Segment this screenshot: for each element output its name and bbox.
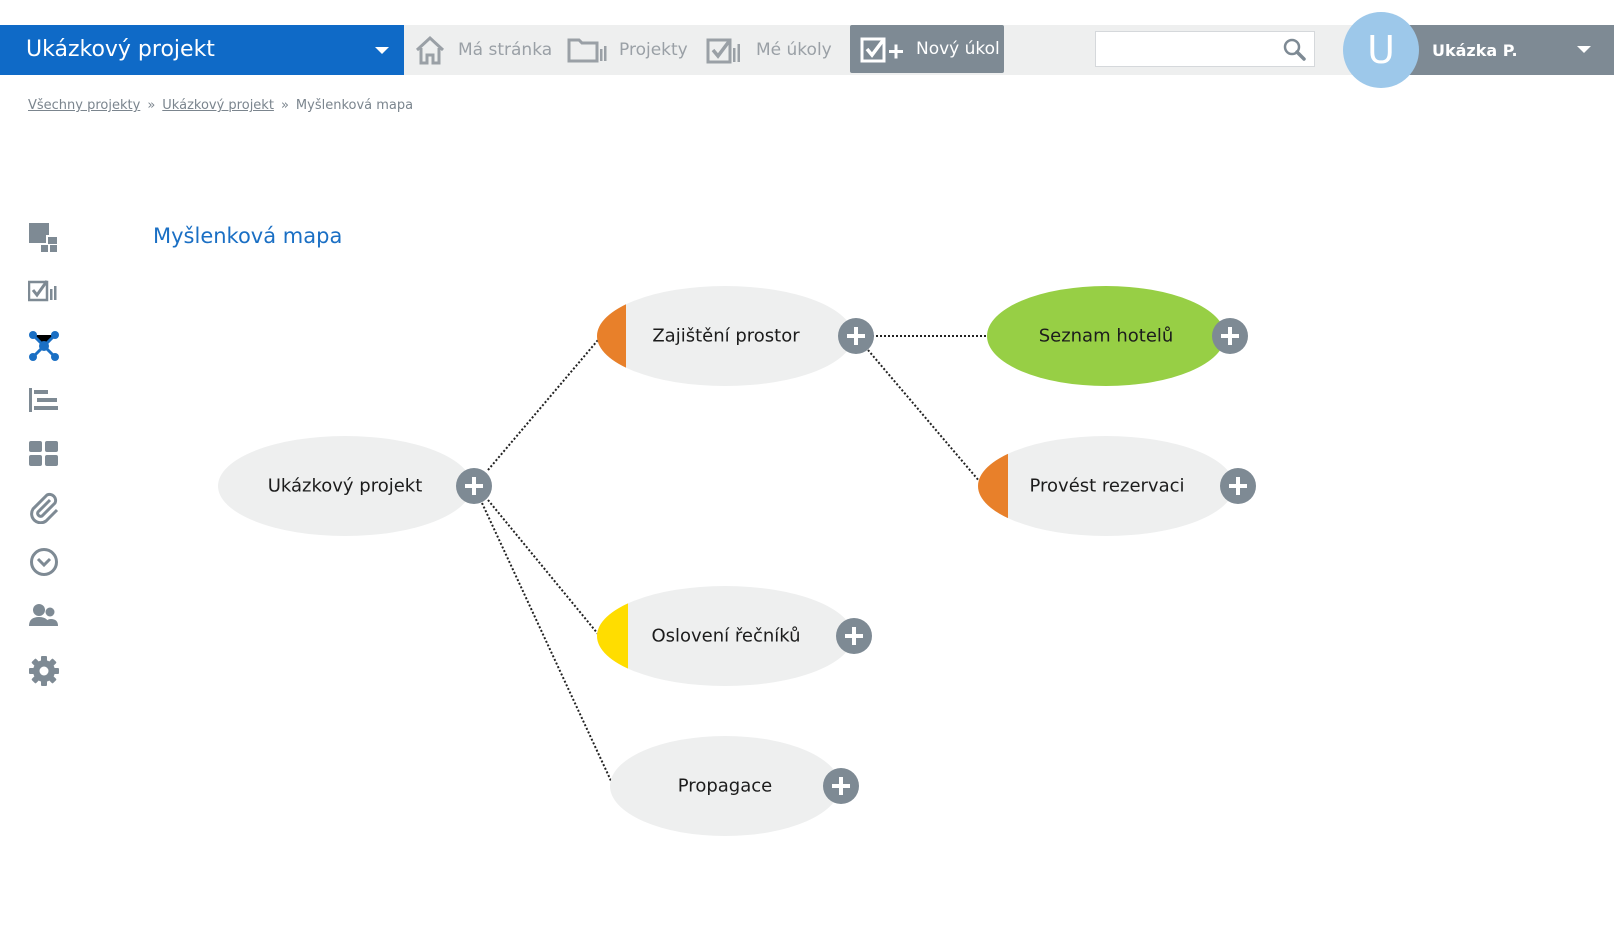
nav-projects[interactable]: Projekty (567, 25, 688, 75)
add-child-button[interactable] (838, 318, 874, 354)
tasks-icon (706, 38, 740, 64)
add-child-button[interactable] (456, 468, 492, 504)
mindmap-icon (29, 331, 59, 361)
sidebar-item-time[interactable] (28, 546, 60, 578)
status-marker (597, 286, 626, 386)
mindmap-node-seznam-hotelu[interactable] (987, 286, 1225, 386)
chevron-down-icon[interactable] (1577, 46, 1591, 53)
breadcrumb-project[interactable]: Ukázkový projekt (162, 98, 274, 113)
tasks-icon (28, 280, 57, 302)
node-label: Seznam hotelů (1038, 325, 1174, 347)
page-title: Myšlenková mapa (153, 224, 343, 248)
home-icon (415, 35, 445, 65)
add-child-button[interactable] (1220, 468, 1256, 504)
chevron-down-icon (375, 47, 389, 54)
gantt-icon (29, 388, 58, 412)
edge-root-n4 (487, 499, 599, 635)
sidebar-item-dashboard[interactable] (28, 438, 60, 470)
search-icon[interactable] (1283, 38, 1307, 62)
mindmap-node-root[interactable] (218, 436, 472, 536)
add-child-button[interactable] (823, 768, 859, 804)
node-label: Propagace (677, 775, 773, 797)
user-name[interactable]: Ukázka P. (1432, 41, 1518, 60)
gear-icon (29, 656, 59, 686)
sidebar-item-attachments[interactable] (28, 492, 60, 524)
node-label: Provést rezervaci (1029, 475, 1185, 497)
edge-n1-n3 (867, 349, 981, 483)
breadcrumb-current: Myšlenková mapa (295, 98, 414, 113)
project-switcher[interactable]: Ukázkový projekt (0, 25, 404, 75)
users-icon (29, 604, 58, 626)
overview-icon (29, 223, 57, 252)
sidebar-item-users[interactable] (28, 600, 60, 632)
sidebar-item-overview[interactable] (28, 222, 60, 254)
node-label: Ukázkový projekt (267, 475, 423, 497)
avatar[interactable]: U (1343, 12, 1419, 88)
status-marker (597, 586, 628, 686)
breadcrumb-all-projects[interactable]: Všechny projekty (28, 98, 141, 113)
node-label: Zajištění prostor (652, 325, 800, 347)
add-child-button[interactable] (836, 618, 872, 654)
sidebar-item-mindmap[interactable] (28, 330, 60, 362)
node-label: Oslovení řečníků (651, 625, 801, 647)
sidebar-item-tasks[interactable] (28, 275, 60, 307)
nav-projects-label: Projekty (619, 40, 688, 60)
new-task-label: Nový úkol (916, 39, 1000, 59)
status-marker (978, 436, 1008, 536)
sidebar-item-settings[interactable] (28, 655, 60, 687)
search-input[interactable] (1095, 31, 1315, 67)
breadcrumb-separator: » (280, 98, 289, 113)
nav-my-tasks[interactable]: Mé úkoly (706, 25, 832, 75)
time-icon (30, 548, 58, 576)
breadcrumb: Všechny projekty » Ukázkový projekt » Myšlen… (28, 98, 413, 113)
edge-root-n1 (487, 339, 599, 471)
edge-root-n5 (481, 502, 613, 784)
attachment-icon (30, 492, 59, 524)
new-task-button[interactable]: Nový úkol (850, 25, 1004, 73)
nav-my-page[interactable]: Má stránka (414, 25, 552, 75)
add-child-button[interactable] (1212, 318, 1248, 354)
dashboard-icon (29, 441, 58, 466)
folder-icon (567, 38, 607, 63)
mindmap-node-propagace[interactable] (610, 736, 840, 836)
sidebar-item-gantt[interactable] (28, 384, 60, 416)
nav-my-tasks-label: Mé úkoly (756, 40, 832, 60)
nav-my-page-label: Má stránka (458, 40, 553, 60)
breadcrumb-separator: » (147, 98, 156, 113)
project-title: Ukázkový projekt (26, 37, 215, 62)
new-task-icon (860, 37, 903, 63)
